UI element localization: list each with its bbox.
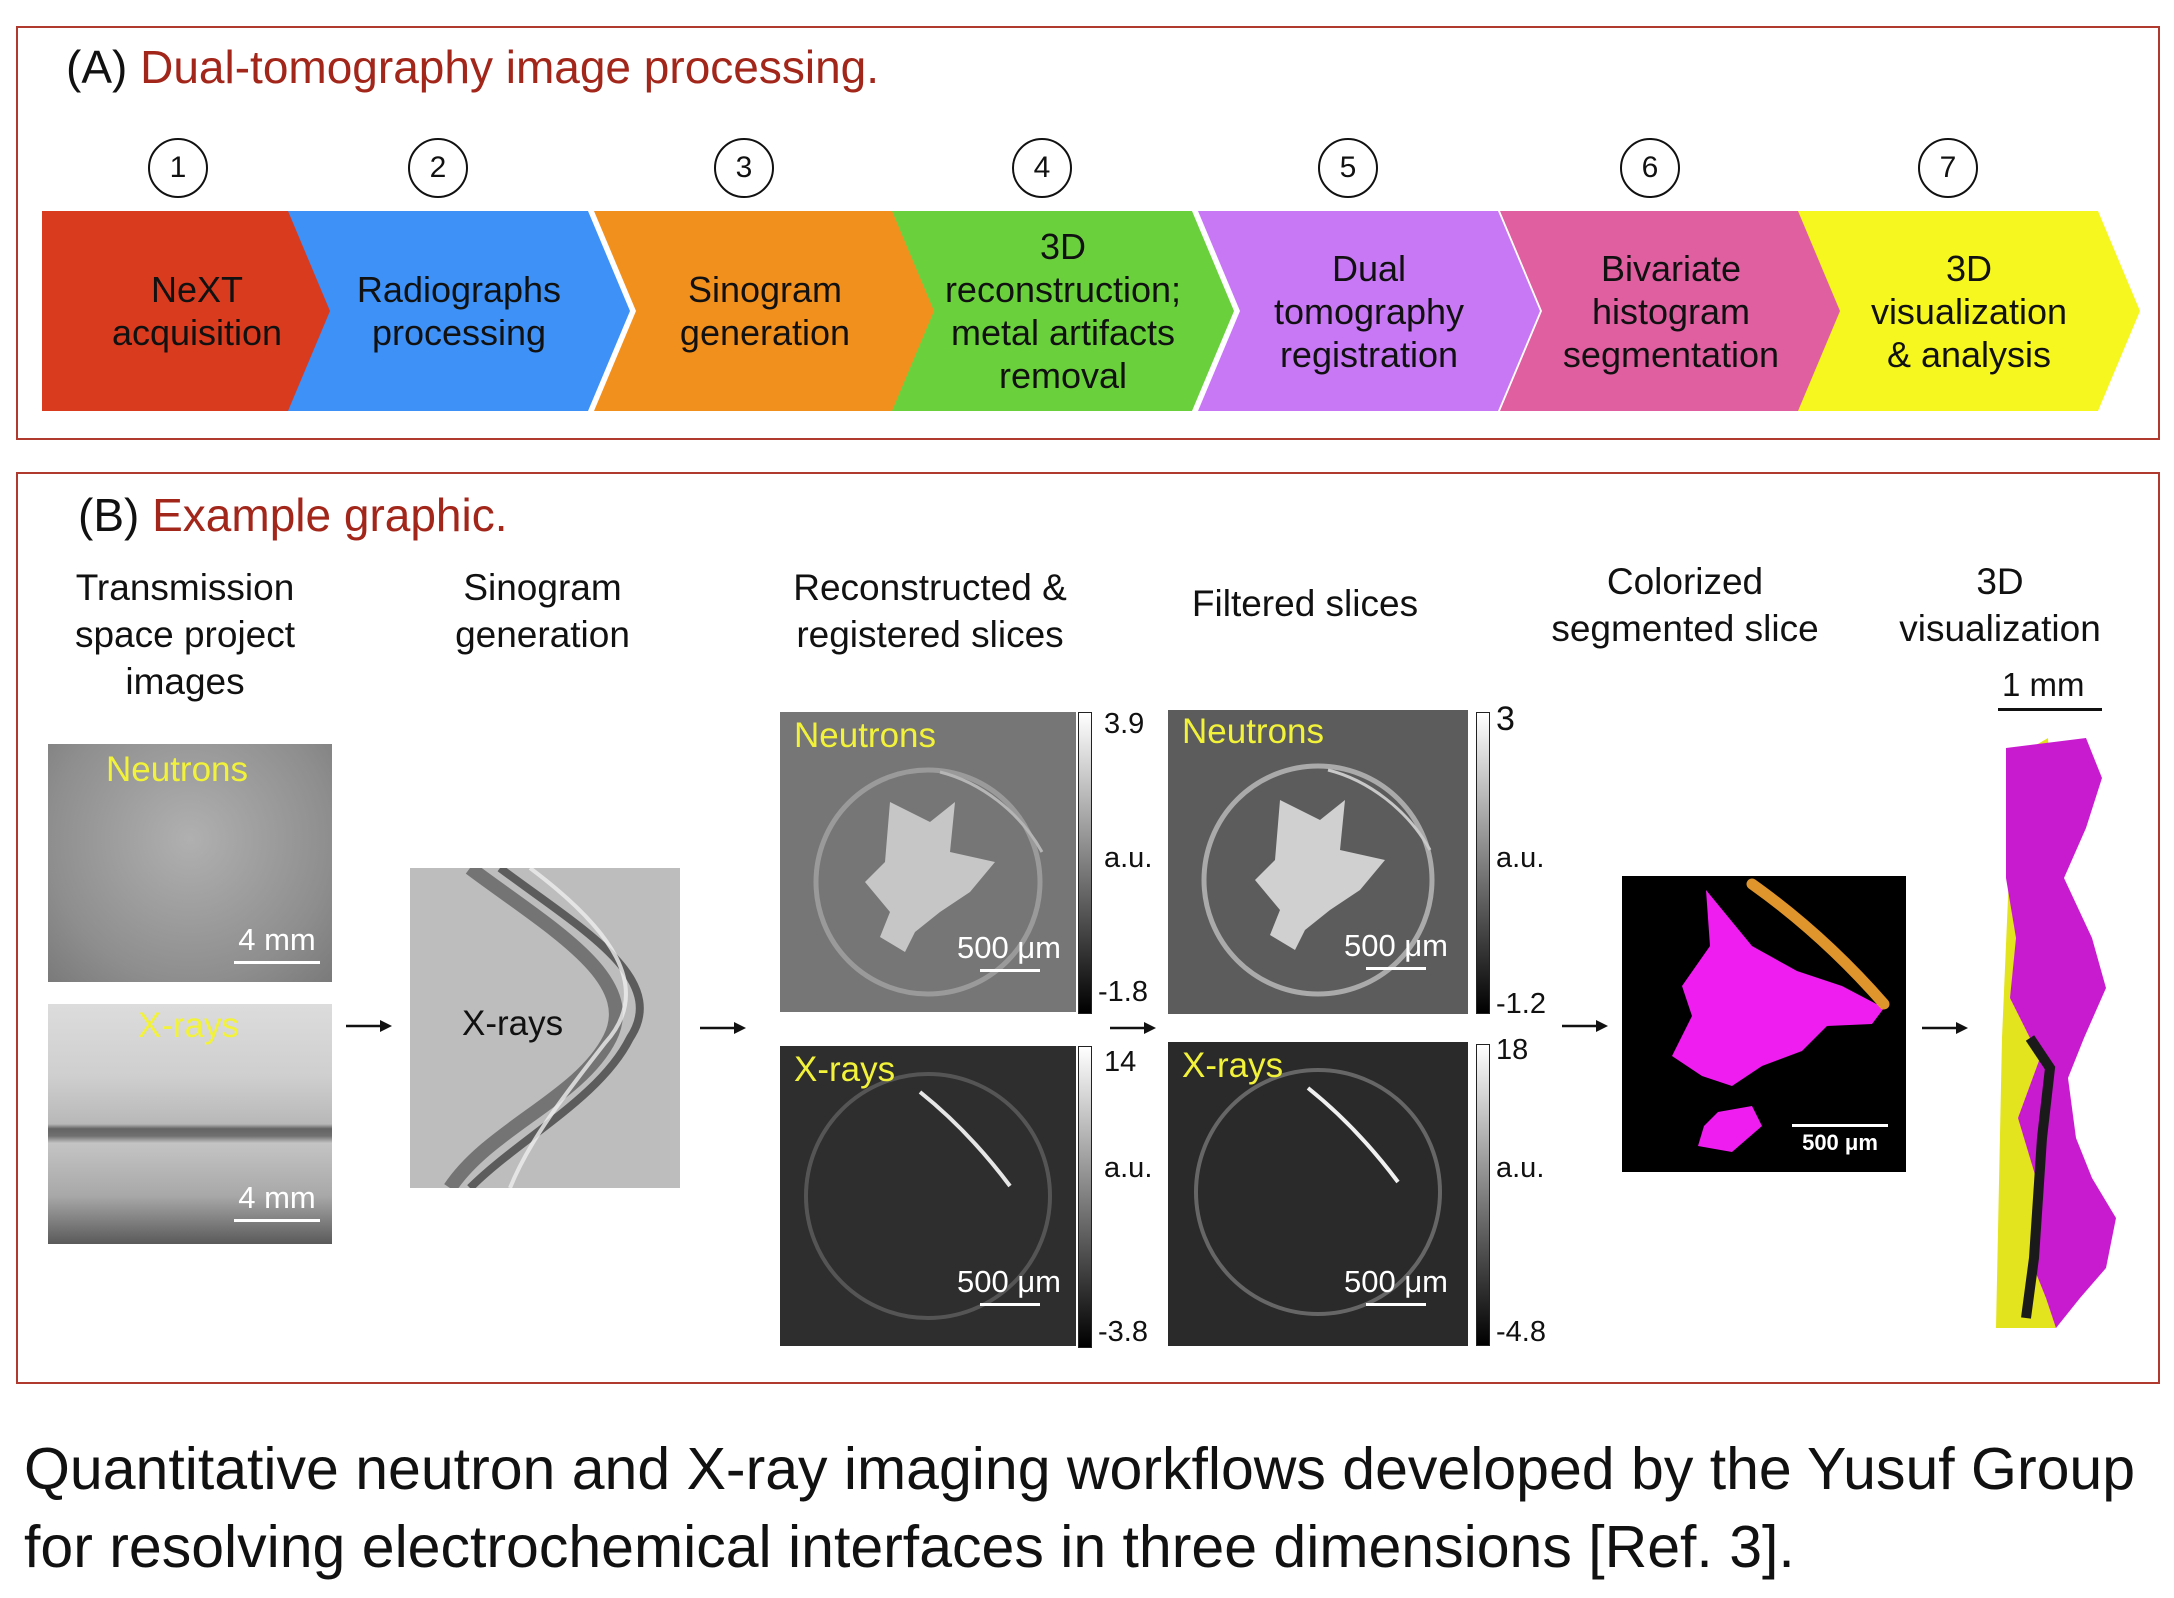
step-arrow-1: NeXT acquisition [42,211,384,411]
colorbar-min: -3.8 [1098,1316,1148,1348]
scale-bar: 4 mm [234,1180,320,1222]
step-number-5: 5 [1318,138,1378,198]
column-heading-sinogram: Sinogram generation [455,567,630,655]
filtered-neutron-slice: Neutrons 500 μm [1168,710,1468,1014]
segmented-slice-image: 500 μm [1622,876,1906,1172]
colorbar-max: 3.9 [1104,708,1145,740]
column-heading-3d-visualization: 3D visualization [1899,561,2101,649]
reconstructed-neutron-label: Neutrons [794,716,937,755]
segmented-slice-content [1672,878,1890,1152]
step-label-5: Dual tomography registration [1273,247,1465,375]
flow-arrow-icon [1110,1018,1156,1038]
colorbar-min: -1.2 [1496,988,1546,1020]
scale-bar: 500 μm [1792,1124,1888,1156]
xray-projection-label: X-rays [138,1006,240,1045]
step-arrow-2: Radiographs processing [288,211,630,411]
step-arrow-4: 3D reconstruction; metal artifacts remov… [892,211,1234,411]
step-number-7: 7 [1918,138,1978,198]
scale-bar: 500 μm [952,1264,1066,1306]
step-number-4: 4 [1012,138,1072,198]
colorbar-reconstructed-neutrons [1078,712,1092,1014]
step-arrow-3: Sinogram generation [594,211,936,411]
flow-arrow-icon [700,1018,746,1038]
figure-caption: Quantitative neutron and X-ray imaging w… [24,1436,2136,1580]
colorbar-filtered-xrays [1476,1044,1490,1346]
colorbar-unit: a.u. [1496,1152,1545,1184]
panel-a [16,26,2160,440]
visualization-scale-label: 1 mm [2002,666,2085,703]
neutron-projection-image: Neutrons 4 mm [48,744,332,982]
step-arrow-shape [1798,211,2140,411]
colorbar-filtered-neutrons [1476,712,1490,1014]
panel-b-title: (B) Example graphic. [78,489,508,541]
sinogram-image: X-rays [410,868,680,1188]
scale-bar: 500 μm [952,930,1066,972]
reconstructed-xray-content [804,1072,1052,1320]
filtered-neutron-content [1201,763,1435,997]
step-number-1: 1 [148,138,208,198]
column-heading-segmented: Colorized segmented slice [1551,561,1819,649]
colorbar-min: -4.8 [1496,1316,1546,1348]
sinogram-curves [444,868,644,1188]
step-label-3: Sinogram generation [679,269,851,353]
panel-a-title: (A) Dual-tomography image processing. [66,41,880,93]
scale-bar: 500 μm [1336,1264,1456,1306]
step-arrow-6: Bivariate histogram segmentation [1500,211,1842,411]
step-label-6: Bivariate histogram segmentation [1562,247,1780,375]
step-label-2: Radiographs processing [356,269,562,353]
filtered-neutron-label: Neutrons [1182,712,1325,751]
column-heading-reconstructed: Reconstructed & registered slices [793,567,1067,655]
filtered-xray-label: X-rays [1182,1046,1284,1085]
step-arrow-shape [42,211,384,411]
colorbar-min: -1.8 [1098,976,1148,1008]
step-number-2: 2 [408,138,468,198]
flow-arrow-icon [346,1016,392,1036]
reconstructed-xray-slice: X-rays 500 μm [780,1046,1076,1346]
step-arrow-5: Dual tomography registration [1198,211,1540,411]
colorbar-unit: a.u. [1104,842,1153,874]
sinogram-label: X-rays [462,1004,564,1043]
filtered-xray-slice: X-rays 500 μm [1168,1042,1468,1346]
step-label-4: 3D reconstruction; metal artifacts remov… [944,226,1182,396]
step-label-7: 3D visualization & analysis [1870,247,2068,375]
reconstructed-xray-label: X-rays [794,1050,896,1089]
step-arrow-shape [1198,211,1540,411]
colorbar-unit: a.u. [1104,1152,1153,1184]
step-number-6: 6 [1620,138,1680,198]
step-arrow-7: 3D visualization & analysis [1798,211,2140,411]
step-label-1: NeXT acquisition [111,269,283,353]
reconstructed-neutron-content [813,767,1044,997]
flow-arrow-icon [1562,1016,1608,1036]
scale-bar: 500 μm [1336,928,1456,970]
panel-b [16,472,2160,1384]
step-number-3: 3 [714,138,774,198]
scale-bar: 4 mm [234,922,320,964]
3d-visualization-content [1996,738,2116,1328]
colorbar-max: 3 [1496,700,1515,738]
step-arrow-shape [594,211,936,411]
visualization-scale-bar [1998,708,2102,711]
reconstructed-neutron-slice: Neutrons 500 μm [780,712,1076,1012]
step-arrow-shape [288,211,630,411]
colorbar-max: 18 [1496,1034,1529,1066]
colorbar-unit: a.u. [1496,842,1545,874]
step-arrow-shape [892,211,1234,411]
neutron-projection-label: Neutrons [106,750,249,789]
colorbar-reconstructed-xrays [1078,1046,1092,1348]
filtered-xray-content [1194,1068,1442,1316]
xray-projection-image: X-rays 4 mm [48,1004,332,1244]
step-arrow-shape [1500,211,1842,411]
column-heading-filtered: Filtered slices [1191,583,1419,624]
column-heading-projections: Transmission space project images [74,567,296,702]
colorbar-max: 14 [1104,1046,1137,1078]
3d-visualization-image [1996,738,2124,1328]
flow-arrow-icon [1922,1018,1968,1038]
